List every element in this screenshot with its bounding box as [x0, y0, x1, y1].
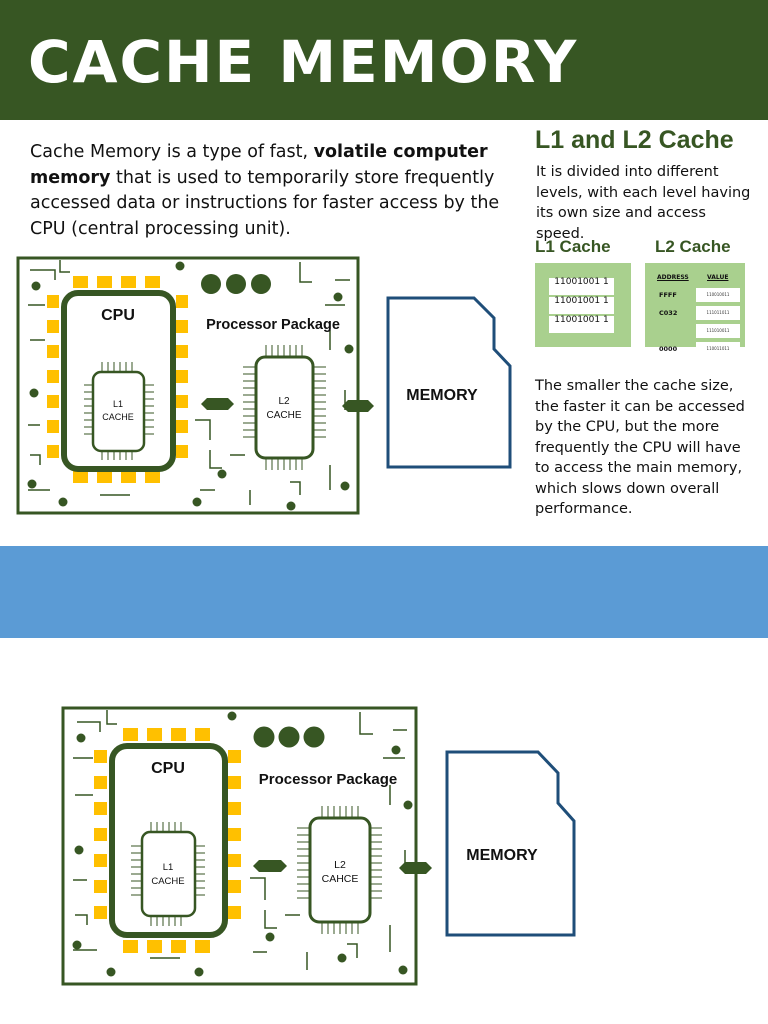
l1-cell: 11001001 1	[549, 316, 614, 333]
l2-pins	[297, 806, 382, 934]
l2-value: 110011011	[696, 342, 740, 356]
l1-cache-chip	[91, 370, 146, 453]
l2-value: 110010011	[696, 288, 740, 302]
cpu-label: CPU	[101, 307, 135, 324]
l2-chip-label-2: CAHCE	[322, 873, 359, 885]
l2-value: 111011011	[696, 306, 740, 320]
l1-pins	[131, 822, 205, 926]
l2-address-header: ADDRESS	[657, 274, 689, 281]
l1-chip-label-1: L1	[163, 862, 174, 873]
l1-cell: 11001001 1	[549, 278, 614, 295]
intro-text-1: Cache Memory is a type of fast,	[30, 142, 314, 162]
cpu-pins	[47, 276, 188, 483]
intro-text-2: that is used to temporarily store freque…	[30, 167, 500, 239]
indicator-dots	[201, 274, 271, 294]
l1-cache-panel: 11001001 1 11001001 1 11001001 1	[535, 263, 631, 347]
l1-cell: 11001001 1	[549, 297, 614, 314]
circuit-traces	[73, 710, 407, 970]
levels-description: It is divided into different levels, wit…	[536, 164, 751, 242]
l2-chip-label-1: L2	[334, 859, 346, 871]
l1-chip-label-2: CACHE	[102, 412, 134, 422]
blue-band	[0, 546, 768, 638]
intro-bold-text: volatile computer memory	[30, 142, 488, 188]
l2-address: FFFF	[659, 291, 677, 299]
l2-cache-heading: L2 Cache	[655, 237, 731, 256]
l2-memory-arrow	[399, 862, 432, 874]
processor-package-label: Processor Package	[259, 771, 397, 788]
intro-paragraph: Cache Memory is a type of fast, volatile…	[30, 140, 500, 242]
page-title: CACHE MEMORY	[28, 28, 579, 96]
l2-cache-chip	[254, 355, 315, 460]
board-dots	[72, 711, 413, 977]
l2-chip-label-1: L2	[278, 396, 290, 407]
indicator-dots	[253, 726, 325, 748]
l1-pins	[84, 362, 154, 460]
l1-chip-label-2: CACHE	[151, 876, 184, 887]
processor-diagram-top: CPU Processor Package L1 CACHE L2 CACHE …	[16, 256, 512, 515]
l1-l2-arrow	[253, 860, 287, 872]
l2-memory-arrow	[342, 400, 374, 412]
memory-module	[445, 750, 576, 937]
l2-cache-chip	[308, 816, 372, 924]
l2-value-header: VALUE	[707, 274, 729, 281]
l1-cache-heading: L1 Cache	[535, 237, 611, 256]
l2-address: C032	[659, 309, 678, 317]
processor-package-label: Processor Package	[206, 317, 340, 333]
board-dots	[27, 261, 354, 511]
l1-cache-chip	[140, 830, 197, 918]
l1-l2-arrow	[201, 398, 234, 410]
l2-value: 111010011	[696, 324, 740, 338]
memory-label: MEMORY	[466, 847, 538, 864]
cpu-label: CPU	[151, 760, 185, 777]
l2-cache-panel: ADDRESS VALUE FFFF 110010011 C032 111011…	[645, 263, 745, 356]
levels-title: L1 and L2 Cache	[535, 126, 734, 154]
cpu-pins	[94, 728, 241, 953]
memory-module	[386, 296, 512, 469]
title-banner: CACHE MEMORY	[0, 0, 768, 120]
l2-address: 0000	[659, 345, 678, 353]
memory-label: MEMORY	[406, 387, 478, 404]
cache-size-summary: The smaller the cache size, the faster i…	[535, 378, 745, 517]
l2-pins	[243, 345, 326, 470]
l1-chip-label-1: L1	[113, 399, 123, 409]
l2-chip-label-2: CACHE	[266, 410, 301, 421]
circuit-traces	[28, 260, 350, 505]
processor-diagram-bottom: CPU Processor Package L1 CACHE L2 CAHCE …	[61, 706, 576, 986]
